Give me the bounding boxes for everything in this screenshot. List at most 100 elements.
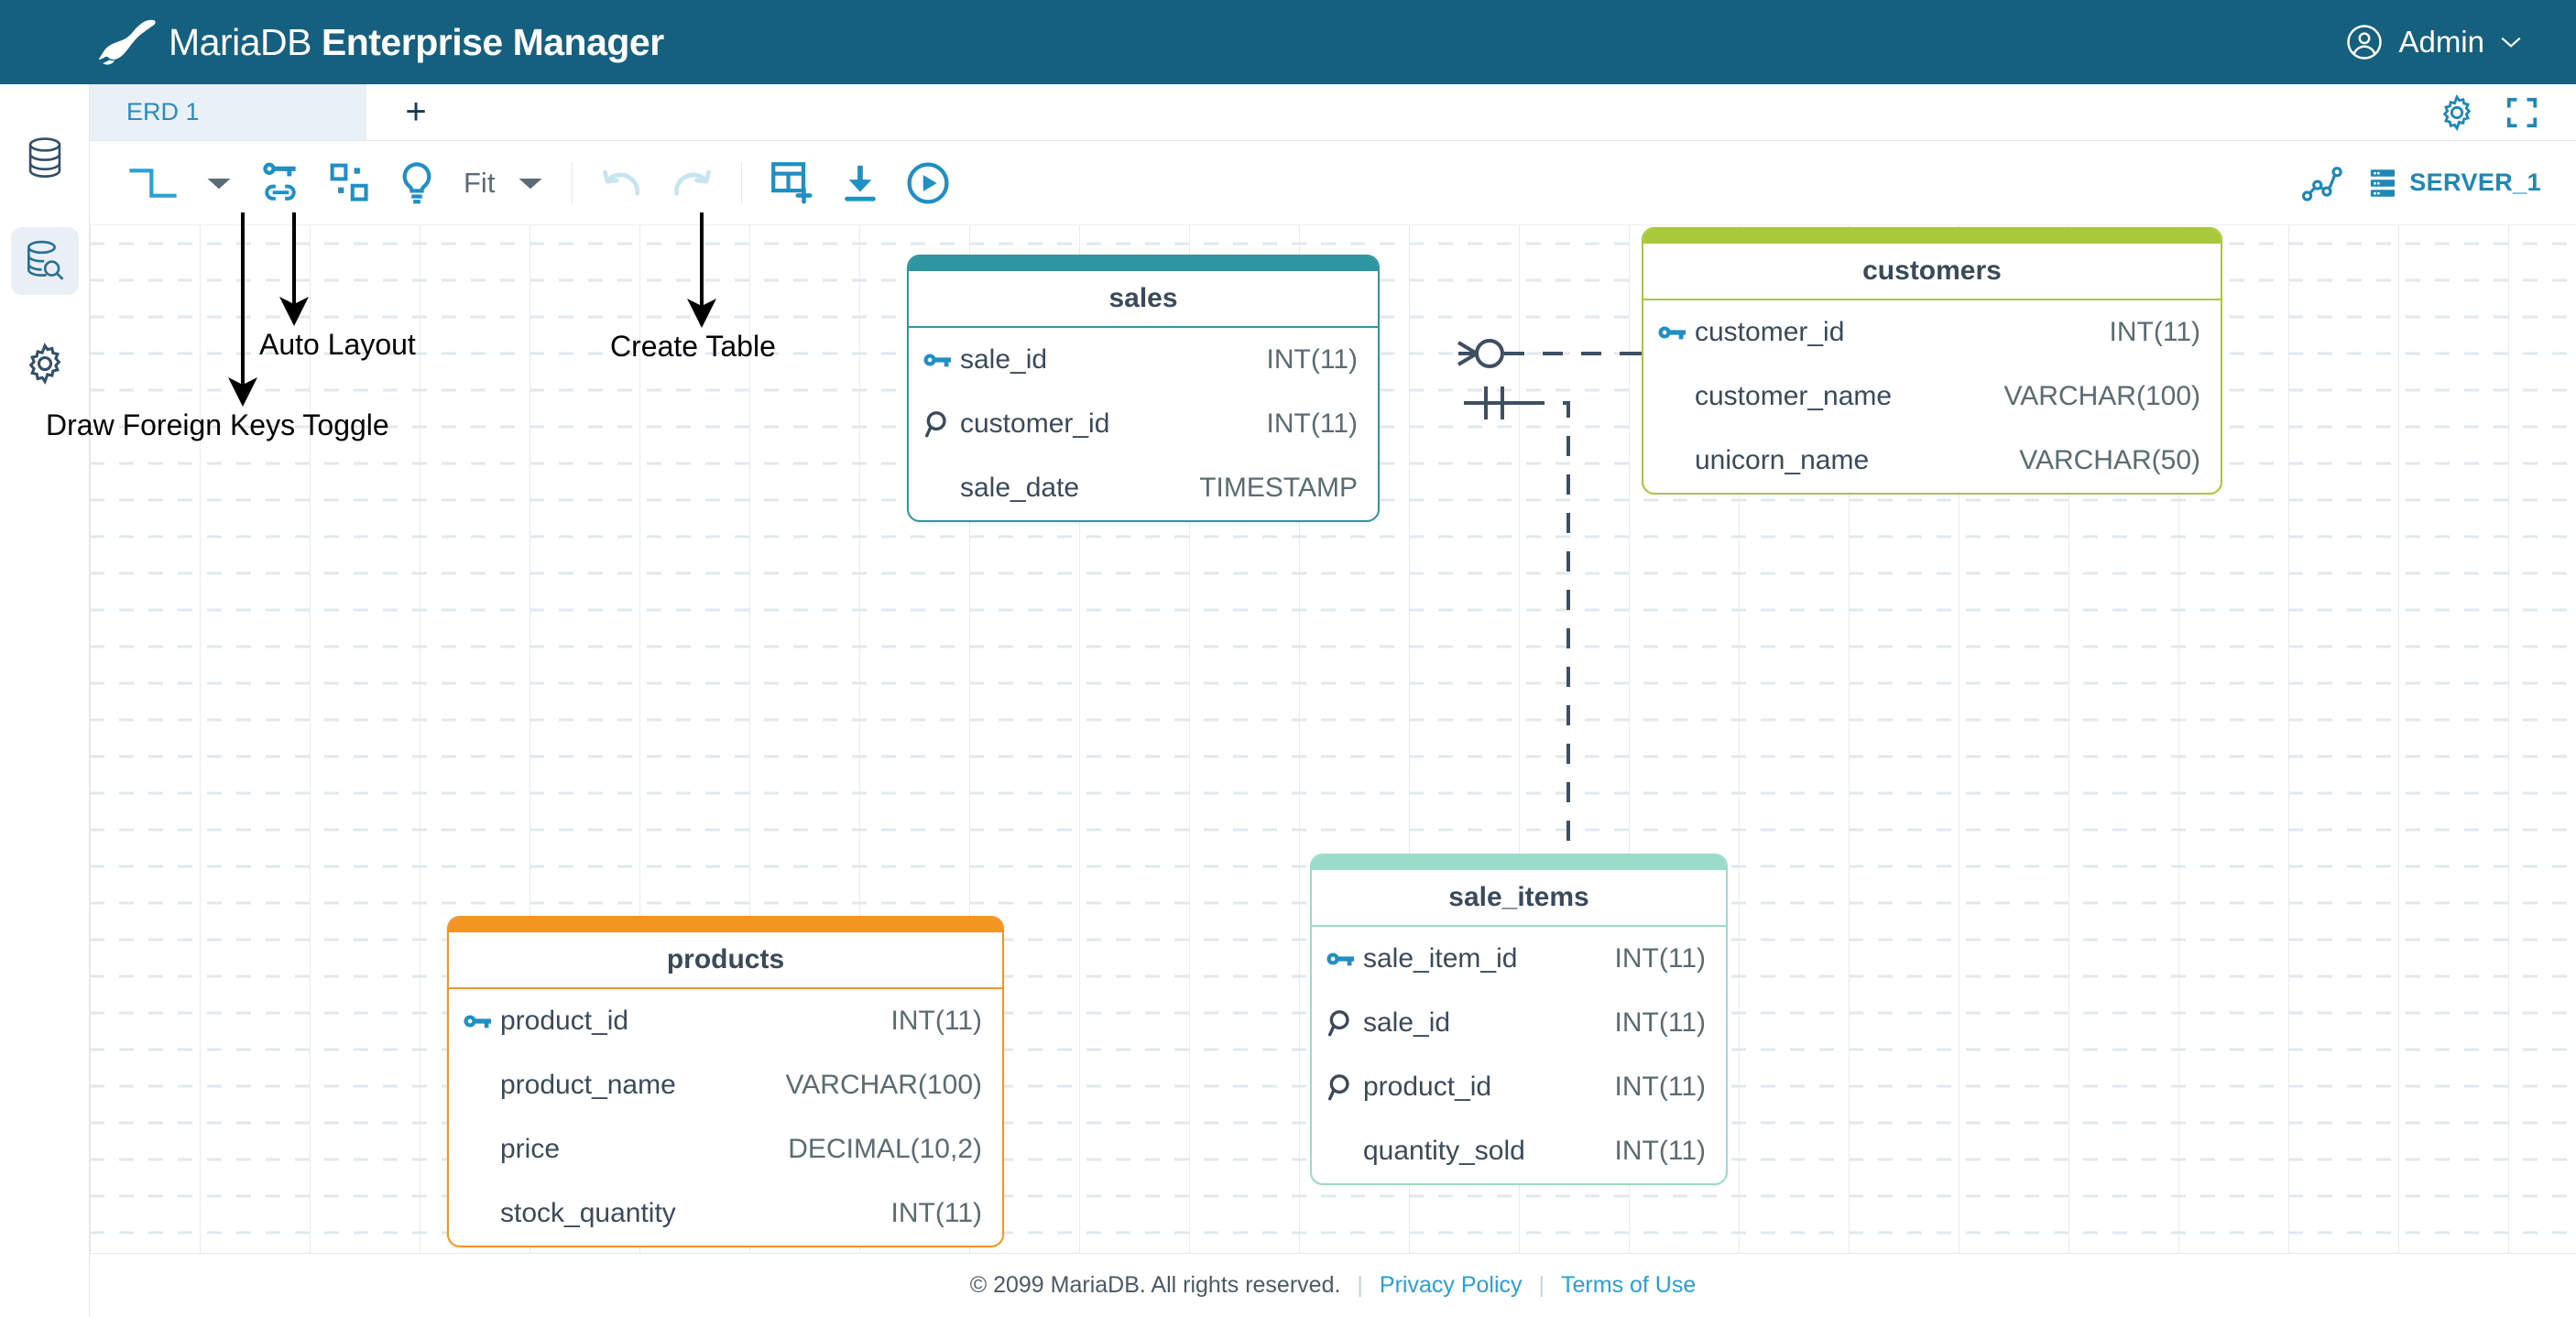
export-button[interactable] (828, 141, 892, 225)
er-column-type: VARCHAR(50) (2019, 445, 2200, 475)
brand-title: MariaDB Enterprise Manager (169, 21, 664, 64)
terms-of-use-link[interactable]: Terms of Use (1561, 1272, 1697, 1298)
er-table-column[interactable]: customer_id INT(11) (1643, 300, 2221, 365)
footer-separator-2: | (1538, 1272, 1545, 1298)
zoom-level-dropdown[interactable] (504, 141, 557, 225)
erd-tab-strip: ERD 1 + (90, 84, 2576, 141)
er-column-name: sale_item_id (1363, 943, 1518, 974)
er-table-title: customers (1643, 244, 2221, 300)
create-table-icon (771, 161, 813, 203)
chevron-down-icon (518, 178, 542, 189)
er-column-name: unicorn_name (1695, 445, 1870, 475)
er-table-column[interactable]: unicorn_name VARCHAR(50) (1643, 429, 2221, 493)
tabstrip-actions (2439, 84, 2576, 140)
run-button[interactable] (892, 141, 964, 225)
analytics-icon[interactable] (2301, 164, 2343, 202)
er-table-accent-bar (1312, 855, 1726, 870)
auto-layout-button[interactable] (315, 141, 385, 225)
er-column-type: INT(11) (1614, 1007, 1706, 1038)
er-column-type: INT(11) (890, 1198, 982, 1228)
user-menu-label: Admin (2398, 25, 2484, 59)
er-column-type: INT(11) (1266, 408, 1358, 439)
fullscreen-icon[interactable] (2505, 95, 2539, 130)
index-key-icon (923, 408, 960, 440)
er-column-type: VARCHAR(100) (2003, 381, 2201, 411)
er-column-type: INT(11) (2109, 317, 2200, 347)
add-tab-label: + (405, 92, 427, 132)
er-column-name: customer_id (1695, 317, 1845, 347)
auto-layout-icon (330, 163, 368, 201)
brand-maria: Maria (169, 20, 261, 63)
er-table-column[interactable]: product_name VARCHAR(100) (449, 1053, 1002, 1117)
server-label: SERVER_1 (2409, 169, 2541, 196)
sidebar-item-settings[interactable] (11, 330, 79, 397)
primary-key-icon (1658, 322, 1695, 343)
notation-style-button[interactable] (114, 141, 192, 225)
er-column-name: product_name (500, 1070, 676, 1100)
notation-style-dropdown[interactable] (192, 141, 246, 225)
footer-copyright: © 2099 MariaDB. All rights reserved. (969, 1272, 1341, 1298)
chevron-down-icon (2501, 37, 2521, 48)
er-column-name: sale_id (1363, 1007, 1451, 1038)
user-menu-button[interactable]: Admin (2345, 0, 2523, 84)
er-column-type: INT(11) (1614, 1072, 1706, 1102)
account-circle-icon (2347, 25, 2383, 60)
database-icon (28, 137, 60, 178)
er-column-name: customer_name (1695, 381, 1893, 411)
privacy-policy-link[interactable]: Privacy Policy (1379, 1272, 1523, 1298)
er-table-column[interactable]: customer_name VARCHAR(100) (1643, 365, 2221, 429)
primary-key-icon (923, 350, 960, 370)
draw-foreign-keys-toggle[interactable] (246, 141, 315, 225)
brand-product: Enterprise Manager (311, 20, 664, 63)
redo-button[interactable] (657, 141, 726, 225)
index-key-icon (1326, 1007, 1363, 1039)
primary-key-icon (464, 1011, 500, 1031)
key-link-icon (263, 162, 296, 201)
gear-icon[interactable] (2439, 93, 2475, 131)
index-key-icon (1326, 1072, 1363, 1103)
highlight-button[interactable] (385, 141, 449, 225)
er-table-column[interactable]: sale_item_id INT(11) (1312, 927, 1726, 991)
sidebar-item-query-editor[interactable] (10, 227, 79, 295)
database-search-icon (27, 240, 63, 280)
er-column-type: VARCHAR(100) (785, 1070, 983, 1100)
mariadb-seal-logo (99, 19, 156, 65)
gear-icon (28, 343, 60, 385)
er-table-column[interactable]: sale_id INT(11) (1312, 991, 1726, 1055)
undo-button[interactable] (587, 141, 657, 225)
er-table-customers[interactable]: customers customer_id INT(11) customer_name… (1642, 227, 2222, 495)
er-column-name: quantity_sold (1363, 1136, 1525, 1166)
footer-separator-1: | (1357, 1272, 1363, 1298)
zoom-level-label[interactable]: Fit (464, 166, 496, 199)
add-tab-button[interactable]: + (366, 84, 465, 140)
server-icon (2371, 169, 2396, 197)
er-column-type: INT(11) (1266, 344, 1358, 375)
er-table-column[interactable]: sale_id INT(11) (909, 328, 1378, 392)
er-table-title: sale_items (1312, 870, 1726, 927)
left-nav-rail (0, 84, 90, 1317)
sidebar-item-databases[interactable] (11, 125, 79, 192)
toolbar-right-actions: SERVER_1 (2301, 164, 2576, 202)
brand: MariaDB Enterprise Manager (99, 16, 664, 68)
chevron-down-icon (207, 178, 231, 189)
brand-db: DB (260, 20, 311, 63)
tab-erd-1[interactable]: ERD 1 (90, 84, 366, 140)
server-selector[interactable]: SERVER_1 (2367, 167, 2541, 200)
redo-icon (674, 169, 712, 195)
er-column-name: sale_id (960, 344, 1048, 375)
er-column-type: INT(11) (1614, 943, 1706, 974)
create-table-button[interactable] (757, 141, 828, 225)
er-table-accent-bar (449, 918, 1002, 932)
erd-toolbar: Fit (90, 141, 2576, 225)
